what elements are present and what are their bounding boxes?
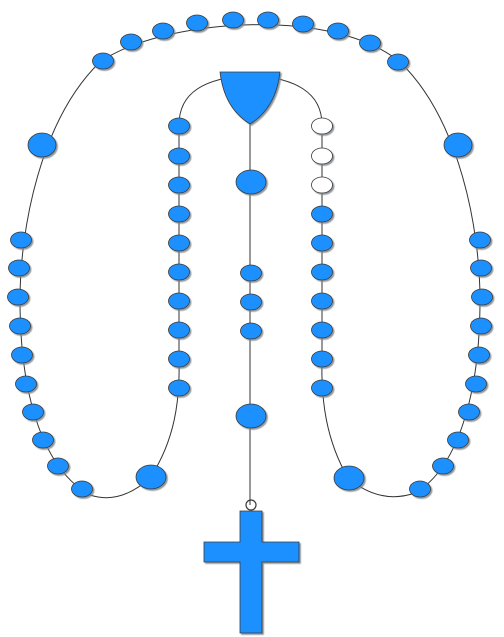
bead xyxy=(257,11,279,29)
bead xyxy=(15,375,37,393)
bead xyxy=(168,176,190,194)
bead xyxy=(327,22,349,40)
bead xyxy=(152,22,174,40)
cross-ring xyxy=(245,499,257,511)
cross-shape xyxy=(203,510,300,634)
bead xyxy=(311,321,333,339)
bead xyxy=(27,132,57,158)
bead xyxy=(387,53,409,71)
bead xyxy=(168,292,190,310)
bead xyxy=(235,169,267,195)
bead xyxy=(222,11,244,29)
bead xyxy=(311,292,333,310)
bead xyxy=(240,293,262,311)
bead xyxy=(432,457,454,475)
bead xyxy=(92,52,114,70)
cross-icon xyxy=(203,499,300,634)
bead xyxy=(292,15,314,33)
bead xyxy=(71,480,93,498)
bead xyxy=(470,317,492,335)
bead xyxy=(9,317,31,335)
bead xyxy=(186,14,208,32)
bead xyxy=(443,132,473,158)
bead xyxy=(465,375,487,393)
bead xyxy=(359,34,381,52)
bead xyxy=(168,234,190,252)
bead xyxy=(311,379,333,397)
outer-loop-string xyxy=(99,24,401,63)
bead xyxy=(168,117,190,135)
bead xyxy=(311,350,333,368)
bead xyxy=(470,259,492,277)
bead xyxy=(235,403,267,429)
bead xyxy=(311,117,333,135)
bead xyxy=(311,234,333,252)
bead xyxy=(168,205,190,223)
bead xyxy=(8,259,30,277)
bead xyxy=(333,465,365,491)
bead xyxy=(311,147,333,165)
bead xyxy=(409,480,431,498)
bead xyxy=(10,231,32,249)
bead xyxy=(471,288,493,306)
bead xyxy=(168,379,190,397)
bead xyxy=(22,403,44,421)
bead xyxy=(240,322,262,340)
bead xyxy=(311,263,333,281)
bead xyxy=(240,264,262,282)
medallion-shape xyxy=(219,71,281,125)
bead xyxy=(469,231,491,249)
bead xyxy=(168,263,190,281)
bead xyxy=(11,346,33,364)
triangle-medallion-icon xyxy=(219,71,281,125)
bead xyxy=(311,176,333,194)
bead xyxy=(311,205,333,223)
bead xyxy=(458,403,480,421)
bead xyxy=(468,346,490,364)
bead xyxy=(168,147,190,165)
bead xyxy=(168,321,190,339)
bead xyxy=(7,288,29,306)
bead xyxy=(447,431,469,449)
bead xyxy=(32,431,54,449)
outer-loop-string xyxy=(347,61,481,498)
rosary-beads xyxy=(7,11,493,498)
bead xyxy=(135,464,167,490)
bead xyxy=(168,350,190,368)
bead xyxy=(120,33,142,51)
bead xyxy=(47,457,69,475)
